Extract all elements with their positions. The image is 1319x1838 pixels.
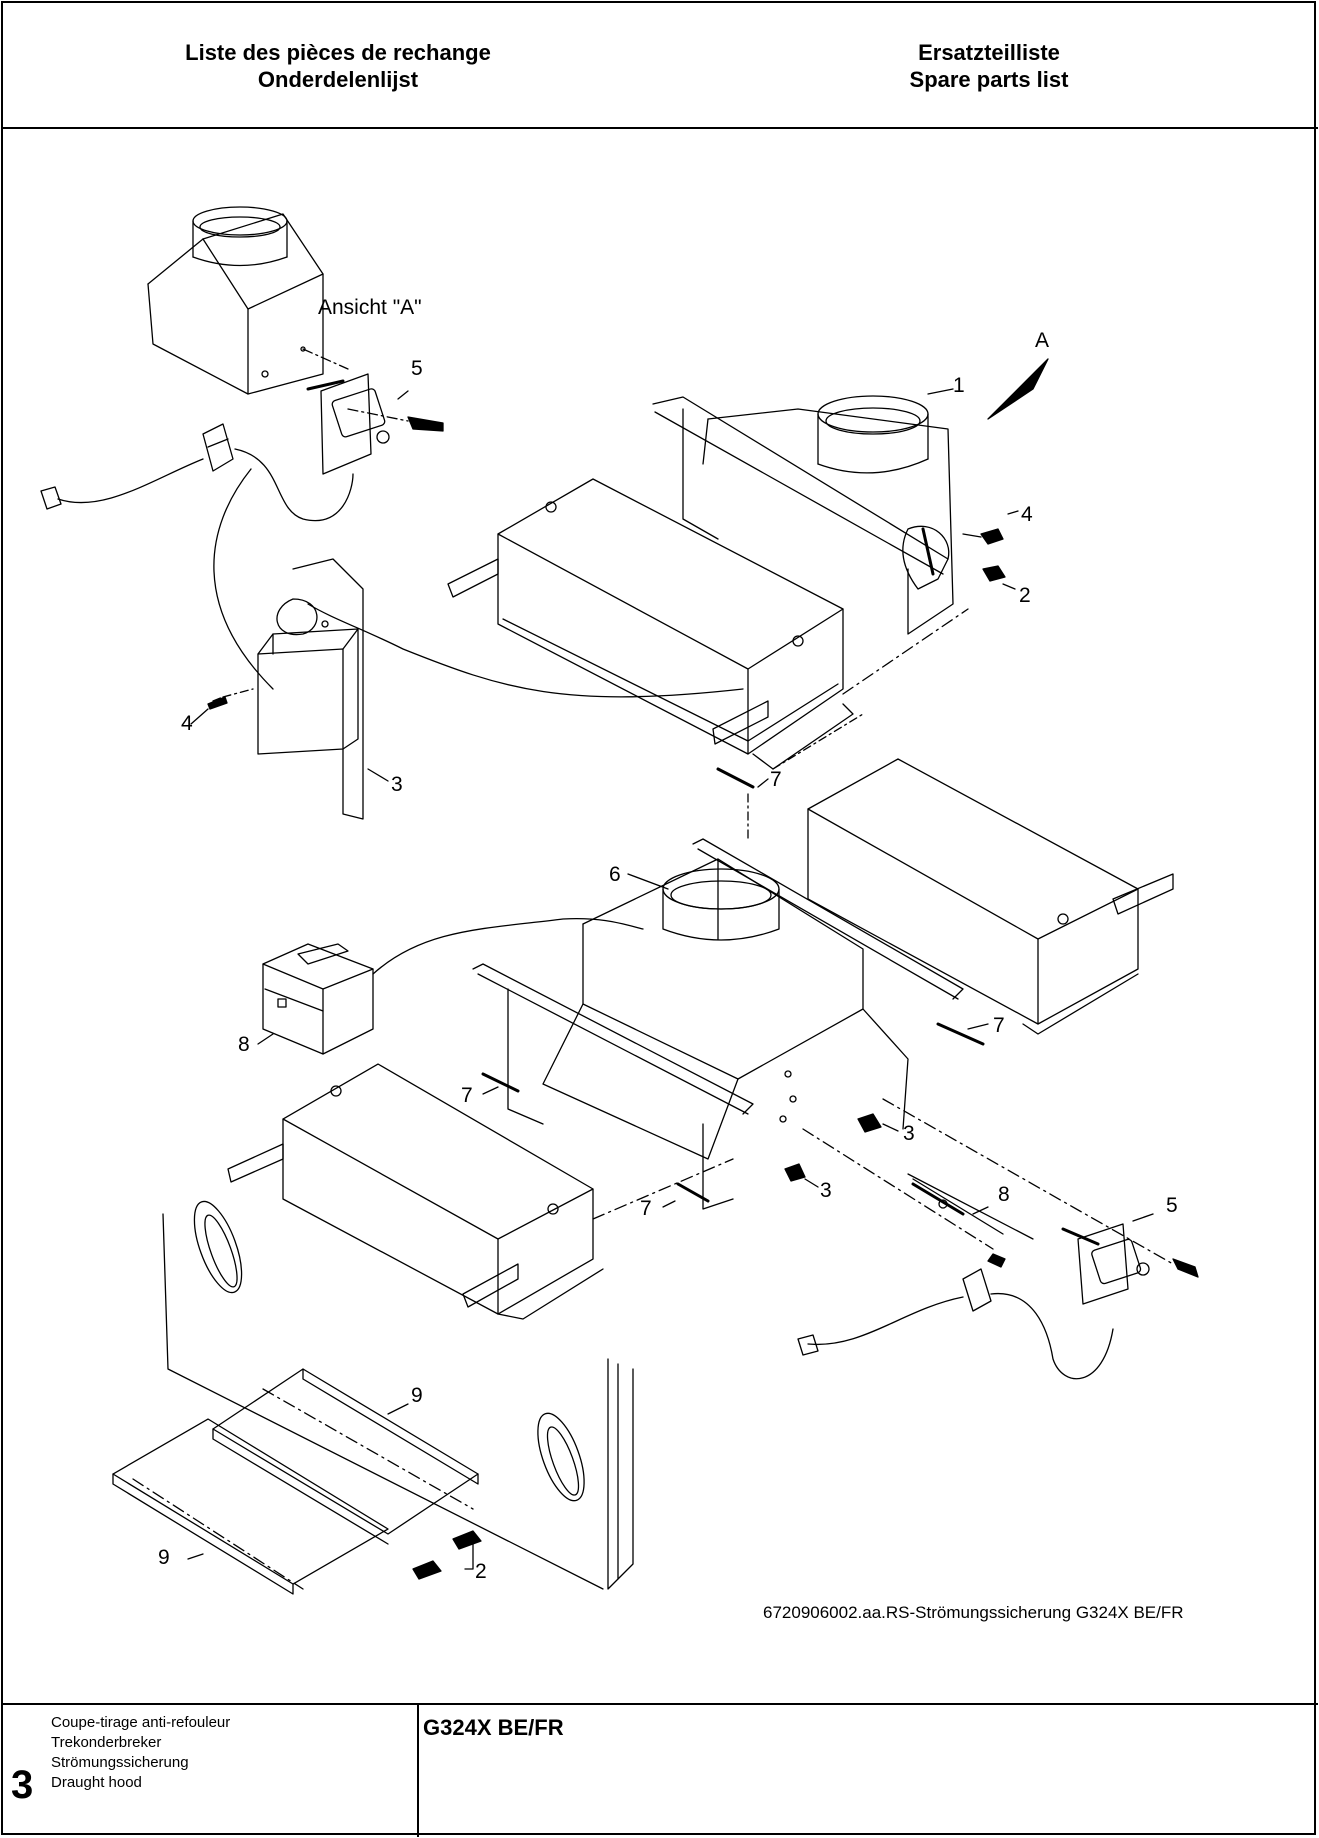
pin-7-d xyxy=(676,1182,710,1203)
section-title-en: Draught hood xyxy=(51,1774,142,1791)
section-number: 3 xyxy=(11,1763,34,1807)
screw-3-b xyxy=(784,1163,806,1182)
view-arrow-label: A xyxy=(1035,329,1049,352)
section-title-nl: Trekonderbreker xyxy=(51,1734,162,1751)
callout-6: 6 xyxy=(609,863,621,886)
callout-1: 1 xyxy=(953,374,965,397)
model-number: G324X BE/FR xyxy=(423,1715,564,1740)
callout-3-left: 3 xyxy=(391,773,403,796)
callout-9-upper: 9 xyxy=(411,1384,423,1407)
callout-8-left: 8 xyxy=(238,1033,250,1056)
view-a-cable xyxy=(40,423,744,698)
view-a-sensor xyxy=(306,373,444,475)
header-right-line1: Ersatzteilliste xyxy=(918,40,1060,65)
header: Liste des pièces de rechange Onderdelenl… xyxy=(3,3,1318,129)
header-right-line2: Spare parts list xyxy=(909,67,1069,92)
screw-2-upper xyxy=(982,565,1006,582)
electrode-8 xyxy=(802,1128,1034,1268)
upper-fan-housing xyxy=(652,395,954,635)
pin-7-c xyxy=(481,1072,520,1093)
callout-leaders xyxy=(187,388,1154,1570)
callout-7-c: 7 xyxy=(461,1084,473,1107)
callout-8-right: 8 xyxy=(998,1183,1010,1206)
screw-4-upper xyxy=(962,528,1004,545)
callout-9-lower: 9 xyxy=(158,1546,170,1569)
sensor-5-lower xyxy=(882,1098,1199,1305)
screws-2-lower xyxy=(412,1530,482,1580)
control-box-3 xyxy=(207,558,364,820)
diagram-svg: Ansicht "A" A 1 4 2 5 4 3 7 6 7 8 7 3 8 … xyxy=(40,206,1199,1595)
cover-plate-9-lower xyxy=(112,1388,474,1595)
section-title-fr: Coupe-tirage anti-refouleur xyxy=(51,1714,231,1731)
header-left: Liste des pièces de rechange Onderdelenl… xyxy=(88,39,588,93)
cover-plate-9-upper xyxy=(212,1368,479,1545)
callout-2-upper: 2 xyxy=(1019,584,1031,607)
callout-4-left: 4 xyxy=(181,712,193,735)
footer-divider xyxy=(417,1705,419,1837)
view-a-housing xyxy=(147,206,349,395)
header-right: Ersatzteilliste Spare parts list xyxy=(739,39,1239,93)
upper-burner-tray xyxy=(447,478,969,770)
callout-7-a: 7 xyxy=(770,768,782,791)
section-title-list: Coupe-tirage anti-refouleur Trekonderbre… xyxy=(51,1713,230,1793)
callout-2-lower: 2 xyxy=(475,1560,487,1583)
exploded-view-diagram: Ansicht "A" A 1 4 2 5 4 3 7 6 7 8 7 3 8 … xyxy=(3,129,1318,1703)
header-left-line1: Liste des pièces de rechange xyxy=(185,40,491,65)
footer: 3 Coupe-tirage anti-refouleur Trekonderb… xyxy=(3,1703,1318,1837)
callout-3-b: 3 xyxy=(820,1179,832,1202)
screw-3-a xyxy=(857,1113,882,1133)
sensor-5-lower-cable xyxy=(797,1268,1114,1380)
view-direction-arrow xyxy=(987,358,1049,420)
lower-burner-tray-left xyxy=(227,1063,734,1320)
view-label: Ansicht "A" xyxy=(318,296,422,319)
lower-fan-housing xyxy=(472,838,964,1210)
callout-5-lower: 5 xyxy=(1166,1194,1178,1217)
callout-5-view-a: 5 xyxy=(411,357,423,380)
section-title-de: Strömungssicherung xyxy=(51,1754,189,1771)
appliance-casing xyxy=(162,1200,634,1590)
callout-4-upper: 4 xyxy=(1021,503,1033,526)
callout-7-d: 7 xyxy=(640,1197,652,1220)
lower-burner-tray-right xyxy=(807,758,1174,1035)
relay-box-8 xyxy=(262,918,644,1055)
callout-7-b: 7 xyxy=(993,1014,1005,1037)
drawing-caption: 6720906002.aa.RS-Strömungssicherung G324… xyxy=(763,1603,1184,1622)
header-left-line2: Onderdelenlijst xyxy=(257,67,419,92)
pin-7-a xyxy=(716,767,755,840)
callout-3-a: 3 xyxy=(903,1122,915,1145)
pin-7-b xyxy=(936,1022,985,1046)
